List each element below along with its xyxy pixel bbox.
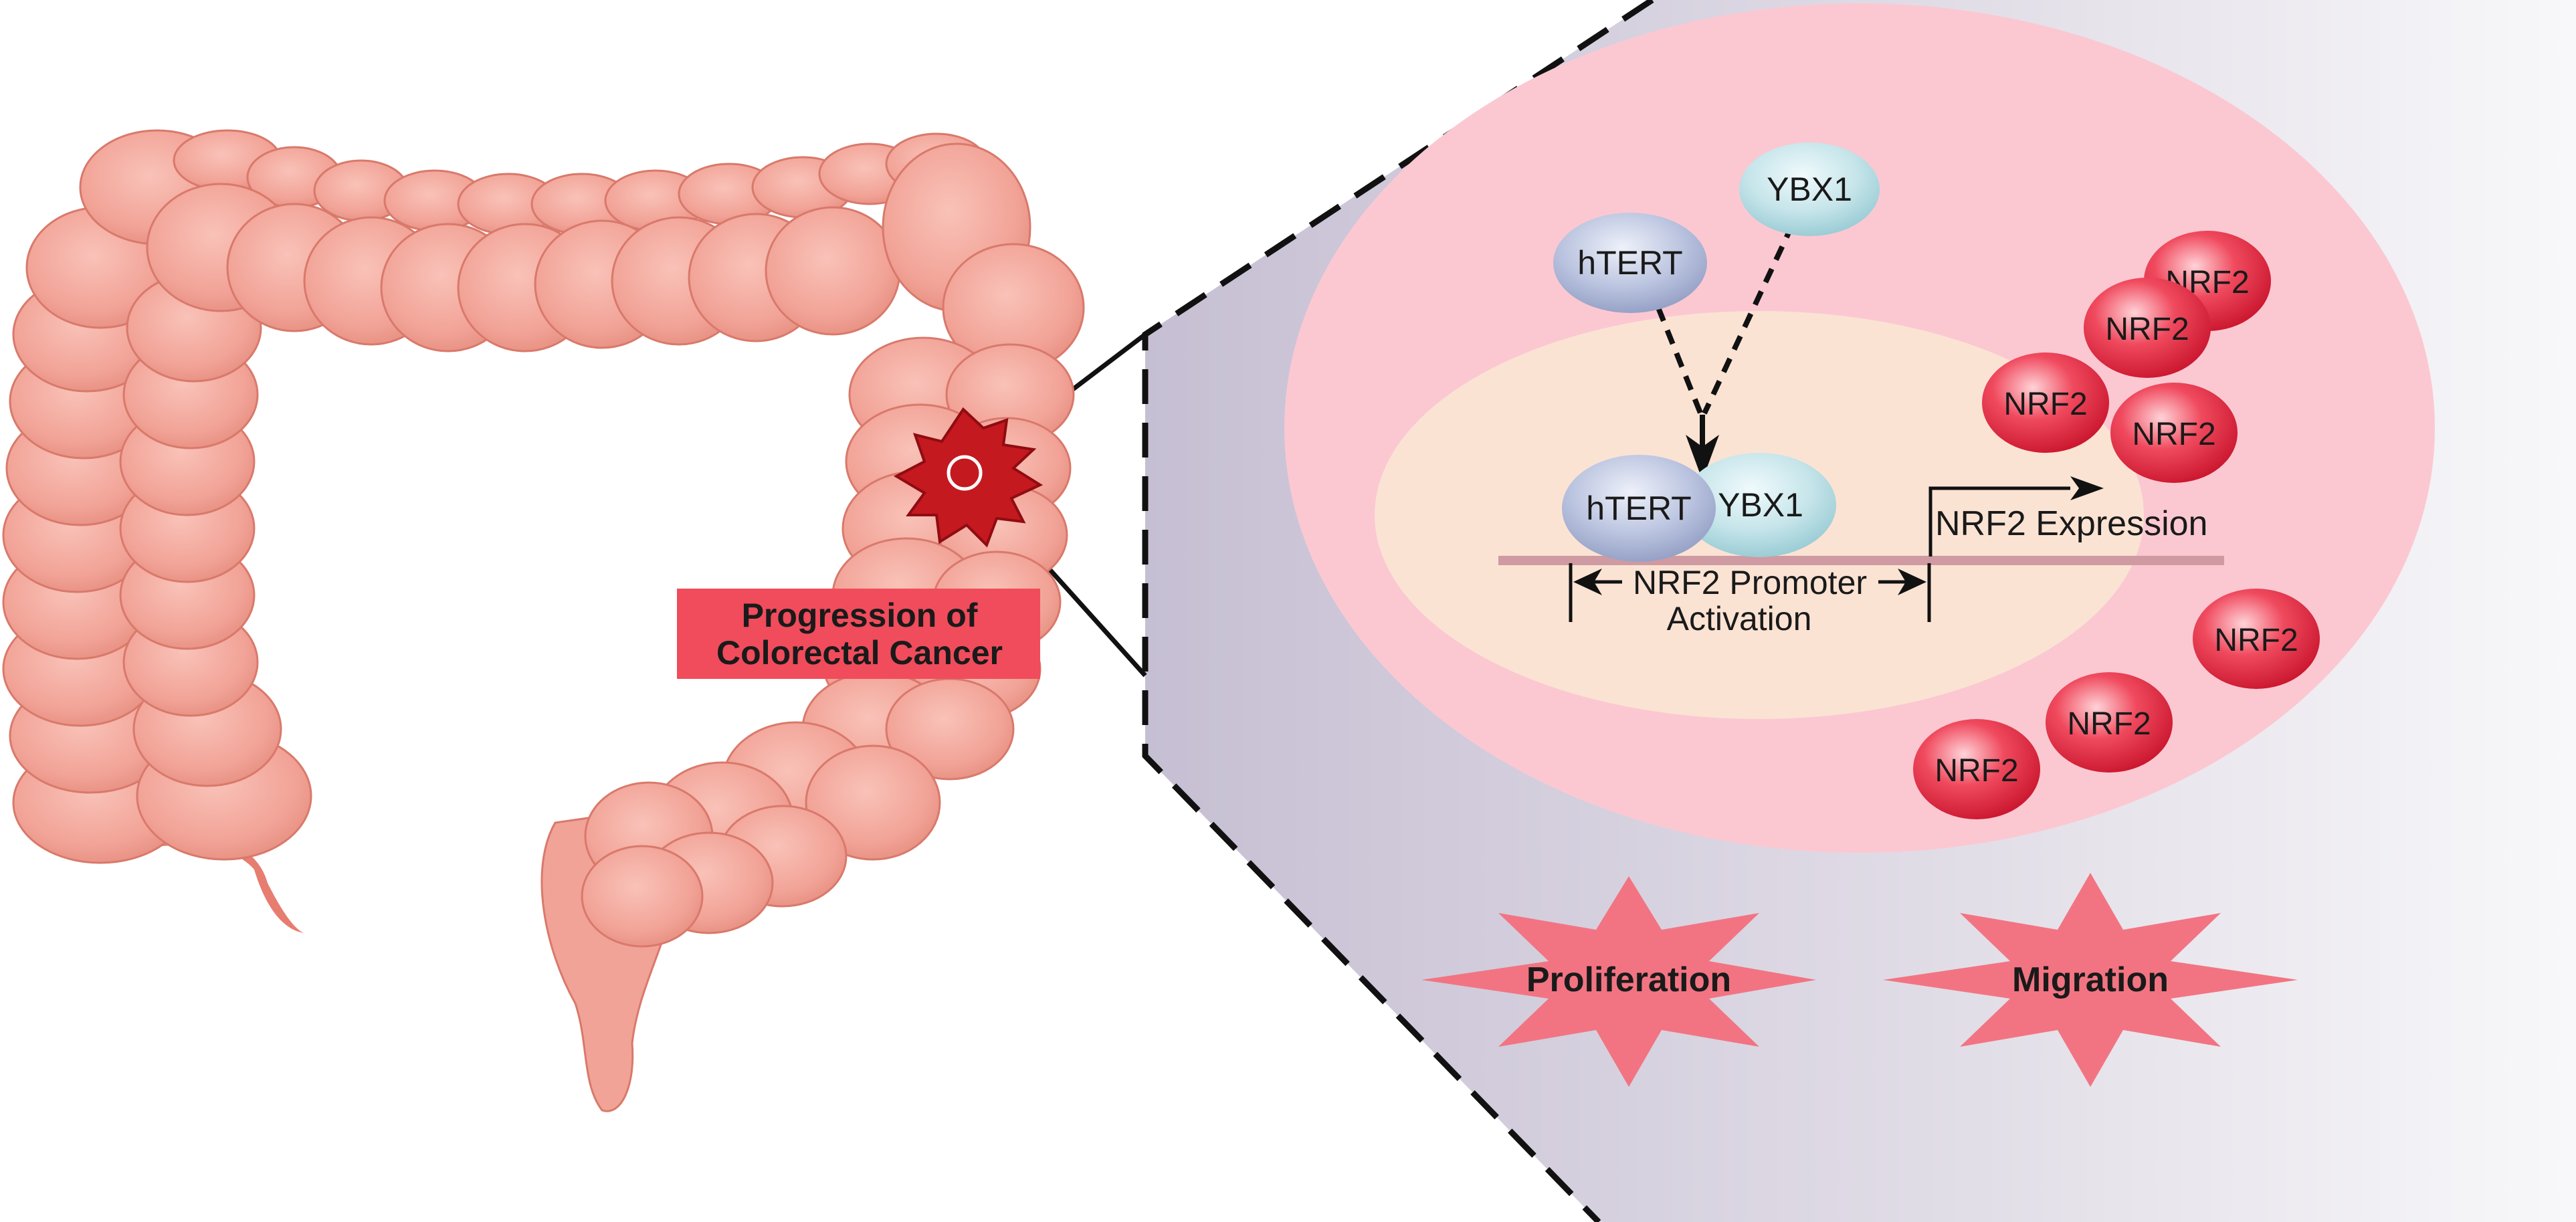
nrf2-label: NRF2	[1935, 753, 2018, 789]
nrf2-molecule: NRF2	[2046, 672, 2173, 773]
promoter-arrowhead-right	[1898, 569, 1926, 595]
promoter-label-line1: NRF2 Promoter	[1633, 564, 1867, 601]
ybx1-free-protein	[1739, 142, 1880, 236]
complex-arrowhead	[1686, 435, 1719, 480]
nrf2-label: NRF2	[2132, 417, 2215, 452]
migration-star	[1883, 873, 2298, 1087]
nrf2-label: NRF2	[2067, 706, 2151, 742]
ybx1-bound-protein	[1682, 453, 1836, 557]
proliferation-star	[1421, 876, 1816, 1087]
nrf2-label: NRF2	[2003, 387, 2087, 422]
ybx1-free-label: YBX1	[1767, 171, 1852, 208]
htert-bound-label: hTERT	[1586, 490, 1691, 527]
tumor-zoom-marker	[947, 455, 983, 491]
tumor	[893, 407, 1044, 548]
migration-label: Migration	[2012, 960, 2169, 999]
colon-label-box	[677, 589, 1040, 679]
nrf2-molecule: NRF2	[2084, 278, 2211, 378]
proliferation-label: Proliferation	[1526, 960, 1731, 999]
nrf2-molecule: NRF2	[1982, 352, 2109, 453]
transcription-arrowhead	[2070, 476, 2104, 500]
htert-free-label: hTERT	[1577, 244, 1682, 282]
promoter-arrowhead-left	[1573, 569, 1602, 595]
colon-label-line1: Progression of	[742, 597, 978, 634]
ybx1-bound-label: YBX1	[1718, 486, 1803, 524]
htert-free-protein	[1553, 213, 1707, 313]
nrf2-molecule: NRF2	[1913, 719, 2040, 819]
nrf2-label: NRF2	[2105, 312, 2189, 347]
ybx1-to-complex-arrow	[1702, 223, 1795, 415]
nrf2-molecule: NRF2	[2193, 589, 2320, 689]
promoter-label-line2: Activation	[1667, 600, 1812, 637]
nrf2-label: NRF2	[2214, 623, 2298, 658]
expression-label: NRF2 Expression	[1935, 504, 2207, 543]
htert-bound-protein	[1562, 455, 1716, 562]
transcription-start-arrow	[1928, 486, 2070, 556]
colon-label-line2: Colorectal Cancer	[716, 634, 1003, 672]
nrf2-molecule: NRF2	[2110, 383, 2238, 483]
zoom-panel-border	[1142, 0, 1654, 1222]
